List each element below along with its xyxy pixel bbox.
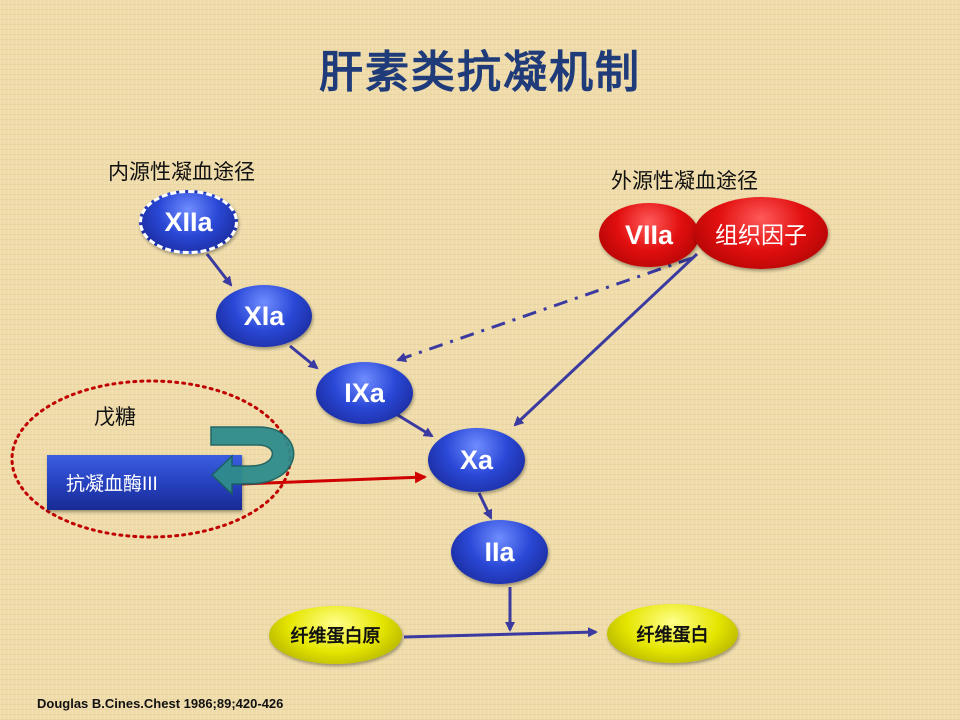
arrow-fibrinogen-to-fibrin: [403, 627, 598, 639]
node-iia: IIa: [451, 520, 548, 584]
node-xiia: XIIa: [139, 190, 238, 254]
antithrombin-iii-label: 抗凝血酶III: [66, 474, 158, 495]
arrow-xa-to-iia: [477, 492, 493, 520]
node-fibrinogen: 纤维蛋白原: [269, 606, 402, 664]
intrinsic-pathway-label: 内源性凝血途径: [108, 161, 255, 184]
slide-title: 肝素类抗凝机制: [319, 48, 641, 97]
citation: Douglas B.Cines.Chest 1986;89;420-426: [37, 696, 284, 711]
arrow-xiia-to-xia: [205, 253, 233, 287]
node-ixa: IXa: [316, 362, 413, 424]
arrow-xia-to-ixa: [289, 344, 319, 370]
arrow-viia-to-ixa-dashed: [396, 256, 693, 363]
node-xa: Xa: [428, 428, 525, 492]
extrinsic-pathway-label: 外源性凝血途径: [611, 170, 758, 193]
arrow-ixa-to-xa: [395, 412, 434, 438]
node-viia: VIIa: [599, 203, 699, 267]
curved-arrow-shape: [210, 426, 295, 496]
node-tissue-factor: 组织因子: [694, 197, 828, 269]
arrow-viia-to-xa: [513, 252, 699, 427]
pentasaccharide-label: 戊糖: [94, 406, 136, 429]
antithrombin-iii-box: 抗凝血酶III: [47, 455, 242, 510]
node-xia: XIa: [216, 285, 312, 347]
node-fibrin: 纤维蛋白: [607, 604, 738, 663]
arrow-antithrombin-to-xa: [241, 471, 427, 486]
